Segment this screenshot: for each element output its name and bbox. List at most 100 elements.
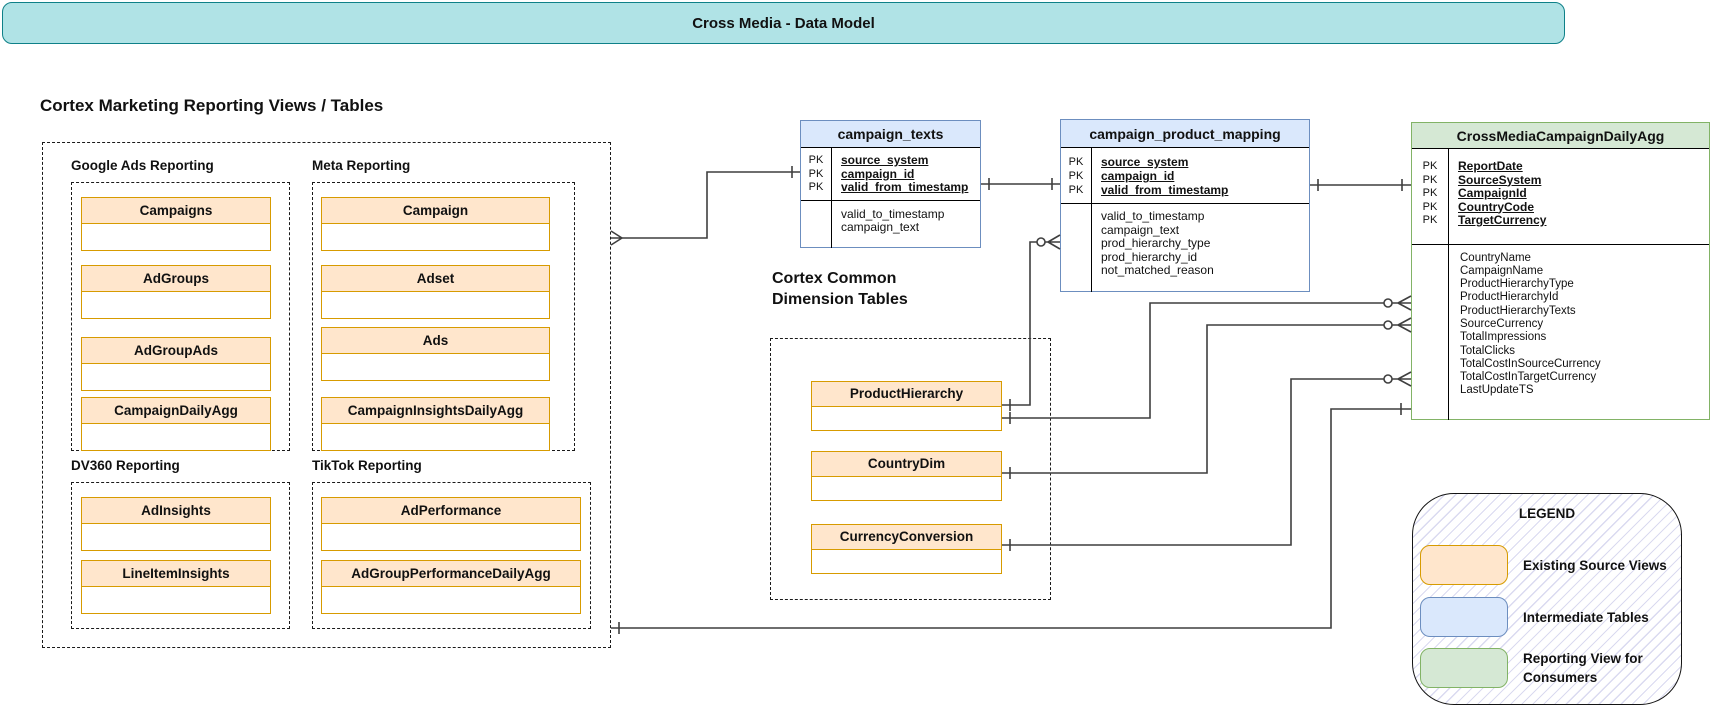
table-campaign-texts: campaign_texts PK source_system PK campaig… <box>800 120 981 248</box>
legend-swatch-blue <box>1420 597 1508 637</box>
field: ProductHierarchyId <box>1460 291 1559 304</box>
field: CountryName <box>1460 251 1531 264</box>
entity-countrydim: CountryDim <box>811 451 1002 501</box>
entity-body <box>82 224 270 250</box>
pk-label: PK <box>1422 200 1438 213</box>
entity-header: CountryDim <box>812 452 1001 477</box>
field: campaign_text <box>841 220 920 234</box>
legend-swatch-green <box>1420 648 1508 688</box>
entity-header: AdGroupAds <box>82 338 270 364</box>
entity-adset: Adset <box>321 265 550 319</box>
entity-body <box>82 292 270 318</box>
pk-column-divider <box>831 148 832 248</box>
pk-field: SourceSystem <box>1458 172 1542 187</box>
table-title: CrossMediaCampaignDailyAgg <box>1412 123 1709 149</box>
entity-producthierarchy: ProductHierarchy <box>811 381 1002 431</box>
entity-body <box>82 364 270 390</box>
pk-label: PK <box>808 154 824 166</box>
pk-field: valid_from_timestamp <box>841 180 969 194</box>
entity-adgroupads: AdGroupAds <box>81 337 271 391</box>
legend-item-reporting-view: Reporting View for Consumers <box>1420 648 1674 688</box>
connector-currencyconversion-to-crossmedia <box>1002 371 1412 551</box>
connector-producthierarchy-to-crossmedia <box>1002 295 1412 424</box>
pk-label: PK <box>1068 184 1084 196</box>
connector-product-mapping-to-crossmedia <box>1310 179 1411 191</box>
pk-label: PK <box>1422 160 1438 172</box>
entity-currencyconversion: CurrencyConversion <box>811 524 1002 574</box>
field: valid_to_timestamp <box>1101 209 1205 223</box>
pk-label: PK <box>1422 214 1438 226</box>
entity-body <box>322 524 580 550</box>
connector-campaign-texts-to-product-mapping <box>981 178 1060 190</box>
pk-label: PK <box>808 181 824 193</box>
entity-body <box>322 424 549 450</box>
dimension-title-line2: Dimension Tables <box>772 291 908 308</box>
entity-header: LineItemInsights <box>82 561 270 587</box>
pk-field: CountryCode <box>1458 199 1534 214</box>
marketing-reporting-group-box <box>42 142 611 648</box>
entity-header: Adset <box>322 266 549 292</box>
entity-header: AdGroupPerformanceDailyAgg <box>322 561 580 587</box>
entity-header: ProductHierarchy <box>812 382 1001 407</box>
pk-field: valid_from_timestamp <box>1101 183 1229 197</box>
entity-header: CurrencyConversion <box>812 525 1001 550</box>
pk-field: source_system <box>841 153 929 167</box>
table-section-divider <box>1061 203 1309 204</box>
field: valid_to_timestamp <box>841 206 945 221</box>
entity-body <box>812 477 1001 500</box>
field: campaign_text <box>1101 222 1180 237</box>
field: not_matched_reason <box>1101 263 1214 277</box>
entity-body <box>322 224 549 250</box>
pk-label: PK <box>1068 156 1084 168</box>
pk-field: CampaignId <box>1458 186 1527 200</box>
table-section-divider <box>801 199 980 201</box>
tiktok-group-box <box>312 482 591 629</box>
pk-field: ReportDate <box>1458 159 1523 173</box>
table-title: campaign_texts <box>801 121 980 148</box>
entity-header: Ads <box>322 328 549 354</box>
entity-body <box>812 550 1001 573</box>
field: ProductHierarchyType <box>1460 278 1574 291</box>
legend-label: Reporting View for Consumers <box>1523 651 1643 685</box>
field: TotalClicks <box>1460 344 1515 357</box>
entity-header: Campaigns <box>82 198 270 224</box>
connector-campaign-texts-to-reporting-views <box>610 166 800 246</box>
diagram-title-banner: Cross Media - Data Model <box>2 2 1565 44</box>
entity-adgroups: AdGroups <box>81 265 271 319</box>
entity-adperformance: AdPerformance <box>321 497 581 551</box>
pk-column-divider <box>1448 149 1449 420</box>
entity-body <box>322 354 549 380</box>
entity-header: AdInsights <box>82 498 270 524</box>
entity-header: Campaign <box>322 198 549 224</box>
dimension-section-title: Cortex Common Dimension Tables <box>772 268 972 310</box>
legend-item-existing-source-views: Existing Source Views <box>1420 545 1674 585</box>
entity-adinsights: AdInsights <box>81 497 271 551</box>
pk-label: PK <box>1068 170 1084 182</box>
entity-body <box>82 587 270 613</box>
field: TotalImpressions <box>1460 331 1547 344</box>
pk-label: PK <box>1422 173 1438 186</box>
entity-body <box>82 524 270 550</box>
pk-label: PK <box>1422 187 1438 199</box>
entity-adgroupperformancedailyagg: AdGroupPerformanceDailyAgg <box>321 560 581 614</box>
pk-label: PK <box>808 167 824 180</box>
pk-field: source_system <box>1101 155 1189 169</box>
entity-body <box>812 407 1001 430</box>
dv360-group-box <box>71 482 290 629</box>
field: TotalCostInSourceCurrency <box>1460 357 1601 370</box>
field: SourceCurrency <box>1460 317 1544 330</box>
group-label-meta: Meta Reporting <box>312 158 411 173</box>
entity-lineiteminsights: LineItemInsights <box>81 560 271 614</box>
legend-title: LEGEND <box>1518 506 1576 521</box>
group-label-tiktok: TikTok Reporting <box>312 458 422 473</box>
pk-field: campaign_id <box>1101 169 1175 183</box>
entity-header: CampaignInsightsDailyAgg <box>322 398 549 424</box>
entity-campaigninsightsdailyagg: CampaignInsightsDailyAgg <box>321 397 550 451</box>
left-section-title: Cortex Marketing Reporting Views / Table… <box>40 96 384 115</box>
entity-header: CampaignDailyAgg <box>82 398 270 424</box>
entity-ads: Ads <box>321 327 550 381</box>
pk-field: TargetCurrency <box>1458 213 1547 227</box>
field: CampaignName <box>1460 264 1544 277</box>
